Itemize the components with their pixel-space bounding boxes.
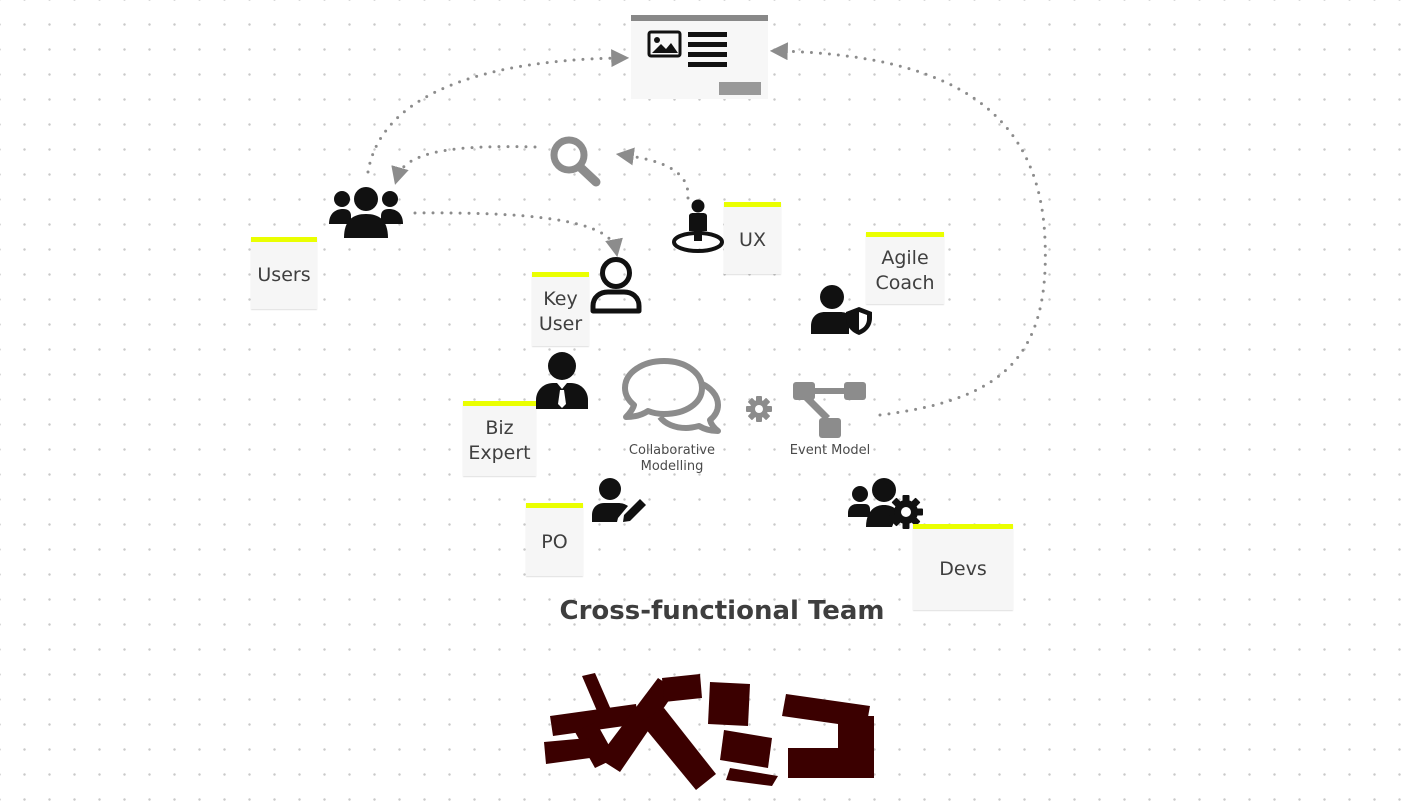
gear-icon [746,396,772,422]
event-model-icon [793,382,866,438]
user-pin-icon [672,199,724,253]
event-model-caption: Event Model [770,443,890,459]
note-key-user-line1: Key [543,287,578,310]
users-gear-icon [848,478,923,529]
arrow-users-to-keyuser [413,211,623,258]
user-group-icon [329,187,403,238]
note-po-label: PO [541,530,568,553]
collab-caption-line1: Collaborative [628,443,716,458]
arrow-ux-to-search [615,147,690,200]
user-pen-icon [592,478,646,522]
search-icon [550,136,601,187]
event-model-caption-text: Event Model [789,443,871,458]
note-devs: Devs [913,524,1013,610]
arrow-search-to-users [391,145,537,185]
note-key-user-line2: User [538,312,583,335]
user-tie-icon [536,352,588,409]
note-biz-expert-line1: Biz [485,417,514,439]
note-agile-coach-line2: Coach [875,271,935,294]
arrow-eventmodel-to-wireframe [769,42,1047,417]
collab-caption-line2: Modelling [640,459,704,474]
arrow-users-to-wireframe [366,49,630,174]
logo-mark [544,673,874,790]
diagram-title: Cross-functional Team [559,596,885,626]
note-po: PO [526,503,583,576]
note-biz-expert-line2: Expert [468,442,531,464]
user-outline-icon [590,257,642,314]
collab-caption: Collaborative Modelling [612,443,732,475]
user-shield-icon [811,285,872,335]
chat-bubbles-icon [622,358,721,434]
note-users-label: Users [257,264,311,286]
note-ux-label: UX [739,229,766,251]
note-devs-label: Devs [939,558,987,580]
note-users: Users [251,237,317,309]
note-ux: UX [724,202,781,274]
note-agile-coach-line1: Agile [881,246,929,269]
wireframe-icon [631,15,768,99]
